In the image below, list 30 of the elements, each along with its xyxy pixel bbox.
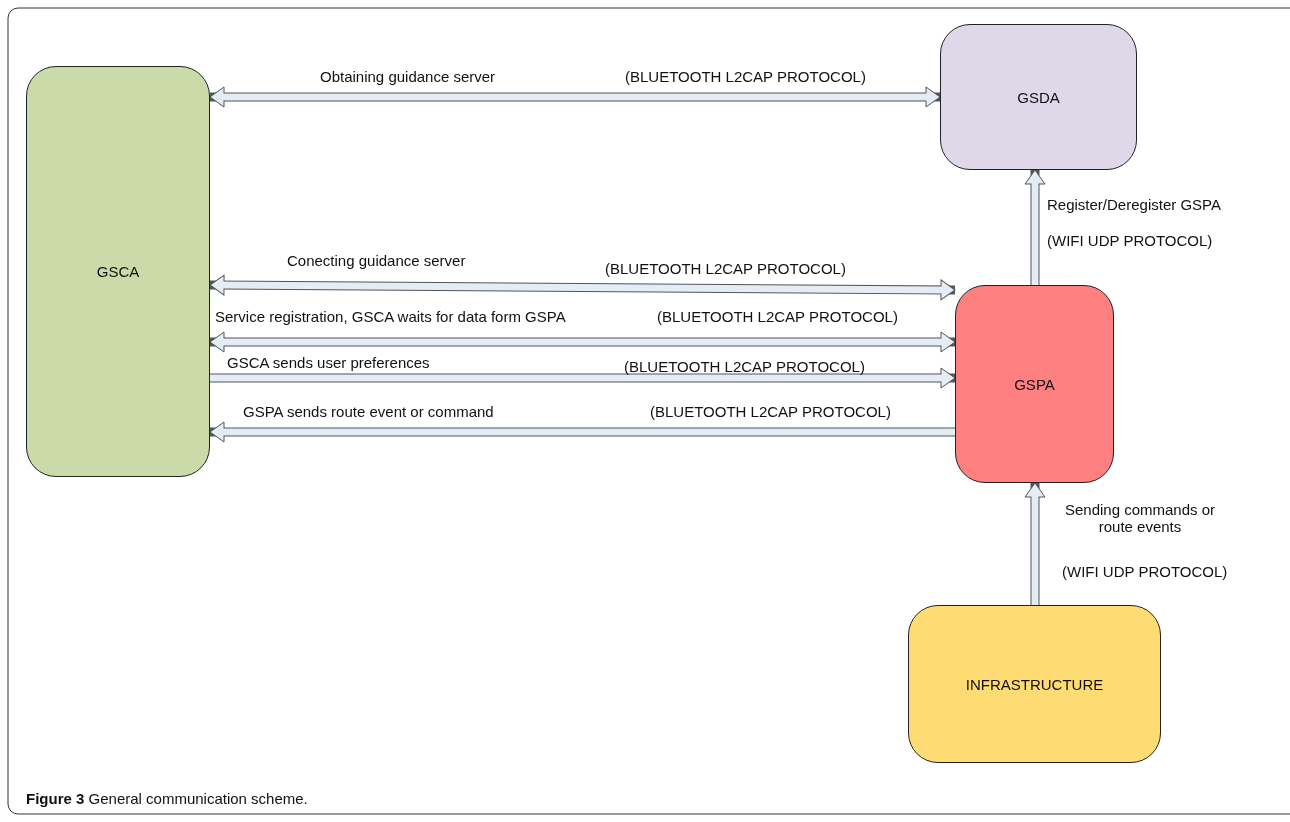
protocol-label: (WIFI UDP PROTOCOL) [1062,563,1228,580]
protocol-label: (BLUETOOTH L2CAP PROTOCOL) [605,260,846,277]
box-label: GSCA [96,263,140,280]
edge-label: Conecting guidance server [287,252,466,269]
protocol-label: (BLUETOOTH L2CAP PROTOCOL) [624,358,865,375]
block-arrow [1024,482,1046,605]
block-arrow [209,86,941,108]
rounded-box [26,66,210,477]
box-label: GSPA [1014,375,1055,393]
block-arrow [209,331,956,353]
block-arrow [210,367,956,389]
edge-label: Service registration, GSCA waits for data form GSPA [215,308,566,325]
edge-label: Register/Deregister GSPA [1047,196,1221,213]
rounded-box [955,285,1114,483]
block-arrow [209,274,956,301]
edge-label: Sending commands or route events [1063,501,1217,535]
block-arrow [209,421,955,443]
box-label: INFRASTRUCTURE [965,675,1104,693]
edge-label: GSCA sends user preferences [227,354,430,371]
protocol-label: (WIFI UDP PROTOCOL) [1047,232,1213,249]
protocol-label: (BLUETOOTH L2CAP PROTOCOL) [650,403,891,420]
protocol-label: (BLUETOOTH L2CAP PROTOCOL) [657,308,898,325]
rounded-box [908,605,1161,763]
block-arrow [1024,169,1046,285]
edge-label: Obtaining guidance server [320,68,496,85]
edge-label: GSPA sends route event or command [243,403,494,420]
box-label: GSDA [1017,88,1060,106]
rounded-box [940,24,1137,170]
protocol-label: (BLUETOOTH L2CAP PROTOCOL) [625,68,866,85]
figure-caption: Figure 3 General communication scheme. [26,790,308,807]
